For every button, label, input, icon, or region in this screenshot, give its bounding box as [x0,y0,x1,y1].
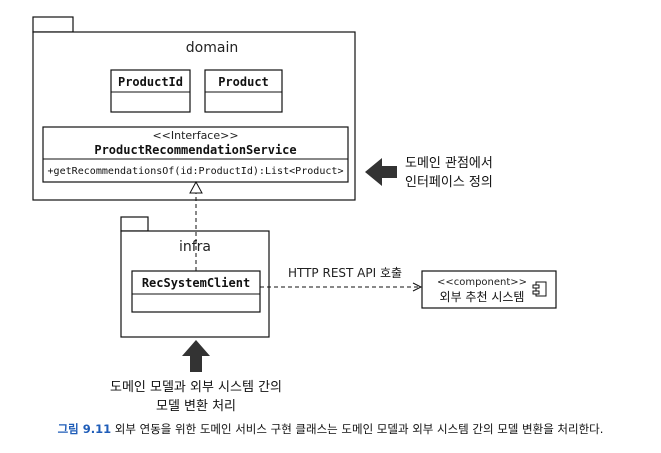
connector-label: HTTP REST API 호출 [288,266,402,280]
note-right: 도메인 관점에서 인터페이스 정의 [365,156,493,190]
note-bottom-line1: 도메인 모델과 외부 시스템 간의 [110,380,282,395]
note-bottom-line2: 모델 변환 처리 [156,399,236,414]
recsystemclient-class-name: RecSystemClient [142,276,250,290]
component-icon [532,281,547,297]
interface-operation: +getRecommendationsOf(id:ProductId):List… [48,166,344,177]
external-component: <<component>> 외부 추천 시스템 [421,270,557,309]
note-right-line1: 도메인 관점에서 [405,156,493,171]
product-class: Product [204,69,283,113]
product-class-name: Product [218,75,269,89]
infra-package-tab [120,216,149,232]
up-arrow-icon [182,340,210,372]
domain-package-name: domain [186,40,238,56]
domain-package-tab [32,16,74,33]
component-name: 외부 추천 시스템 [440,289,525,304]
realization-arrow [189,180,203,271]
recsystemclient-class: RecSystemClient [131,270,261,313]
recommendation-service-interface: <<Interface>> ProductRecommendationServi… [42,126,349,183]
caption-text: 외부 연동을 위한 도메인 서비스 구현 클래스는 도메인 모델과 외부 시스템… [114,422,604,436]
hollow-triangle-icon [189,180,203,194]
note-bottom: 도메인 모델과 외부 시스템 간의 모델 변환 처리 [110,340,282,414]
dependency-arrow: HTTP REST API 호출 [260,266,423,292]
productid-class: ProductId [110,69,191,113]
productid-class-name: ProductId [118,75,183,89]
interface-stereotype: <<Interface>> [152,129,238,142]
open-arrowhead-icon [412,282,423,292]
infra-package-name: infra [179,239,211,255]
caption-number: 그림 9.11 [57,422,112,436]
interface-name: ProductRecommendationService [94,143,296,157]
note-right-line2: 인터페이스 정의 [405,175,493,190]
figure-caption: 그림 9.11 외부 연동을 위한 도메인 서비스 구현 클래스는 도메인 모델… [0,421,661,437]
left-arrow-icon [365,158,397,186]
component-stereotype: <<component>> [437,277,527,288]
